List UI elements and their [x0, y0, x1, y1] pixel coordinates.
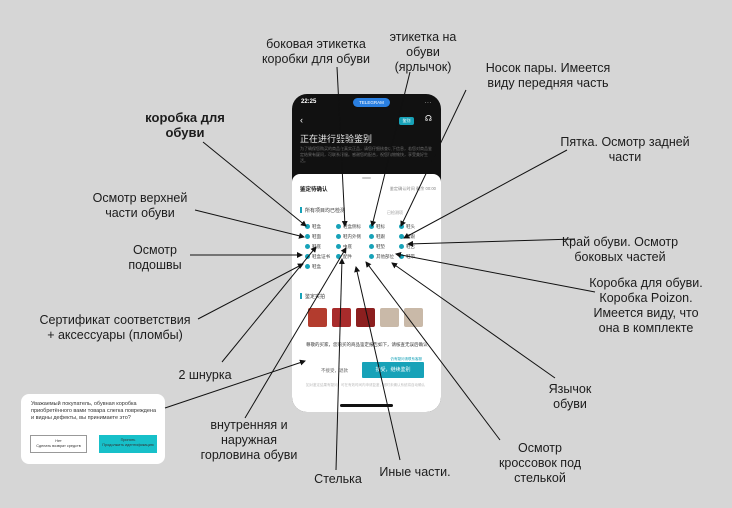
annotation-insole: Стелька	[314, 472, 362, 486]
status-bar: 22:25 TELEGRAM ...	[298, 98, 435, 108]
annotation-collar: внутренняя и наружная горловина обуви	[200, 418, 298, 462]
check-item[interactable]: 鞋舌	[406, 244, 415, 249]
checked-tag: 已检测项	[387, 210, 403, 215]
check-item[interactable]: 鞋内外侧	[343, 234, 361, 239]
annotation-poizon-box: Коробка для обуви. Коробка Poizon. Имеет…	[589, 276, 703, 335]
check-dot-icon	[369, 244, 374, 249]
sheet-title: 鉴定待确认	[300, 187, 328, 193]
confirm-button-label: 接受，继续鉴别	[375, 367, 411, 373]
confirm-sheet: 鉴定待确认 鉴定确认时间 剩余 00:00 所有项目均已检测 已检测项 鞋盒 鞋…	[292, 174, 441, 412]
shoe-photo[interactable]	[356, 308, 375, 327]
photos-title: 鉴定实拍	[299, 293, 326, 300]
check-item[interactable]: 中底	[343, 244, 352, 249]
sheet-info: 鉴定确认时间 剩余 00:00	[389, 186, 436, 191]
annotation-upper: Осмотр верхней части обуви	[92, 191, 188, 220]
check-dot-icon	[399, 224, 404, 229]
shoe-photo[interactable]	[308, 308, 327, 327]
check-item[interactable]: 鞋标	[376, 224, 385, 229]
page-description: 为了确保您购买的商品在真实正品，请您仔细核查以下信息，若您对商品鉴定结果有疑问，…	[300, 146, 432, 163]
sheet-handle[interactable]	[362, 177, 371, 179]
leader-shoe-box	[202, 141, 307, 227]
annotation-heel: Пятка. Осмотр задней части	[560, 135, 690, 164]
shoe-photo[interactable]	[332, 308, 351, 327]
shoe-photo[interactable]	[404, 308, 423, 327]
signal-icon: ...	[424, 99, 432, 105]
annotation-tongue: Язычок обуви	[548, 382, 592, 411]
check-item[interactable]: 鞋带	[406, 254, 415, 259]
leader-certificate	[197, 263, 304, 320]
check-dot-icon	[369, 224, 374, 229]
status-time: 22:25	[301, 99, 317, 105]
check-item[interactable]: 鞋盒	[312, 224, 321, 229]
annotation-certificate: Сертификат соответствия + аксессуары (пл…	[39, 313, 191, 342]
confirm-button[interactable]: 接受，继续鉴别 仍有疑问请联系客服	[362, 357, 424, 378]
annotation-laces: 2 шнурка	[178, 368, 232, 382]
check-item[interactable]: 其他部位	[376, 254, 394, 259]
annotation-edge: Край обуви. Осмотр боковых частей	[561, 235, 679, 264]
annotation-shoe-box: коробка для обуви	[145, 110, 225, 140]
telegram-pill[interactable]: TELEGRAM	[353, 98, 390, 107]
headphone-icon[interactable]: ☊	[424, 114, 432, 123]
reject-button[interactable]: Нет Сделать возврат средств	[30, 435, 87, 453]
top-bar: ‹ 鉴别 ☊	[298, 114, 435, 128]
annotation-toe: Носок пары. Имеется виду передняя часть	[485, 61, 611, 90]
check-dot-icon	[305, 254, 310, 259]
check-item[interactable]: 鞋头	[406, 224, 415, 229]
check-item[interactable]: 鞋底	[312, 244, 321, 249]
check-dot-icon	[336, 244, 341, 249]
annotation-other-parts: Иные части.	[379, 465, 451, 479]
check-dot-icon	[336, 234, 341, 239]
home-indicator[interactable]	[340, 404, 393, 407]
check-item[interactable]: 鞋跟	[376, 234, 385, 239]
page-title: 正在进行鉴验鉴别	[300, 134, 373, 144]
annotation-insole-check: Осмотр кроссовок под стелькой	[498, 441, 582, 485]
check-item[interactable]: 鞋盒	[312, 264, 321, 269]
check-dot-icon	[336, 224, 341, 229]
check-dot-icon	[305, 244, 310, 249]
leader-upper	[194, 209, 305, 239]
accept-button[interactable]: Принять Продолжить идентификацию	[99, 435, 157, 453]
shoe-photo[interactable]	[380, 308, 399, 327]
annotation-box-side-label: боковая этикетка коробки для обуви	[261, 37, 371, 66]
check-item[interactable]: 后跟	[406, 234, 415, 239]
check-item[interactable]: 鞋面	[312, 234, 321, 239]
check-dot-icon	[305, 264, 310, 269]
phone-mockup: 22:25 TELEGRAM ... ‹ 鉴别 ☊ 正在进行鉴验鉴别 为了确保您…	[292, 94, 441, 412]
check-dot-icon	[336, 254, 341, 259]
warning-text: 尊敬的买家，您购买的商品鉴定报告如下，请核查无误后确认	[306, 342, 428, 347]
back-icon[interactable]: ‹	[300, 115, 303, 125]
dialog-text: Уважаемый покупатель, обувная коробка пр…	[31, 401, 157, 421]
check-dot-icon	[399, 254, 404, 259]
sheet-footer: 如对鉴定结果有疑问，可在有效时间内申请复鉴，超时未确认系统将自动确认	[306, 383, 425, 387]
check-dot-icon	[399, 234, 404, 239]
check-dot-icon	[399, 244, 404, 249]
translation-dialog: Уважаемый покупатель, обувная коробка пр…	[21, 394, 165, 464]
check-item[interactable]: 鞋盒侧标	[343, 224, 361, 229]
check-item[interactable]: 鞋盒证书	[312, 254, 330, 259]
annotation-sole: Осмотр подошвы	[128, 243, 182, 272]
checked-title: 所有项目均已检测	[299, 207, 346, 214]
auth-badge[interactable]: 鉴别	[399, 117, 414, 125]
cancel-button[interactable]: 不接受，退款	[321, 368, 348, 373]
check-dot-icon	[305, 234, 310, 239]
confirm-hint: 仍有疑问请联系客服	[390, 357, 423, 361]
check-dot-icon	[369, 254, 374, 259]
check-dot-icon	[305, 224, 310, 229]
check-item[interactable]: 配件	[343, 254, 352, 259]
check-item[interactable]: 鞋垫	[376, 244, 385, 249]
check-dot-icon	[369, 234, 374, 239]
annotation-shoe-tag: этикетка на обуви (ярлычок)	[389, 30, 457, 74]
